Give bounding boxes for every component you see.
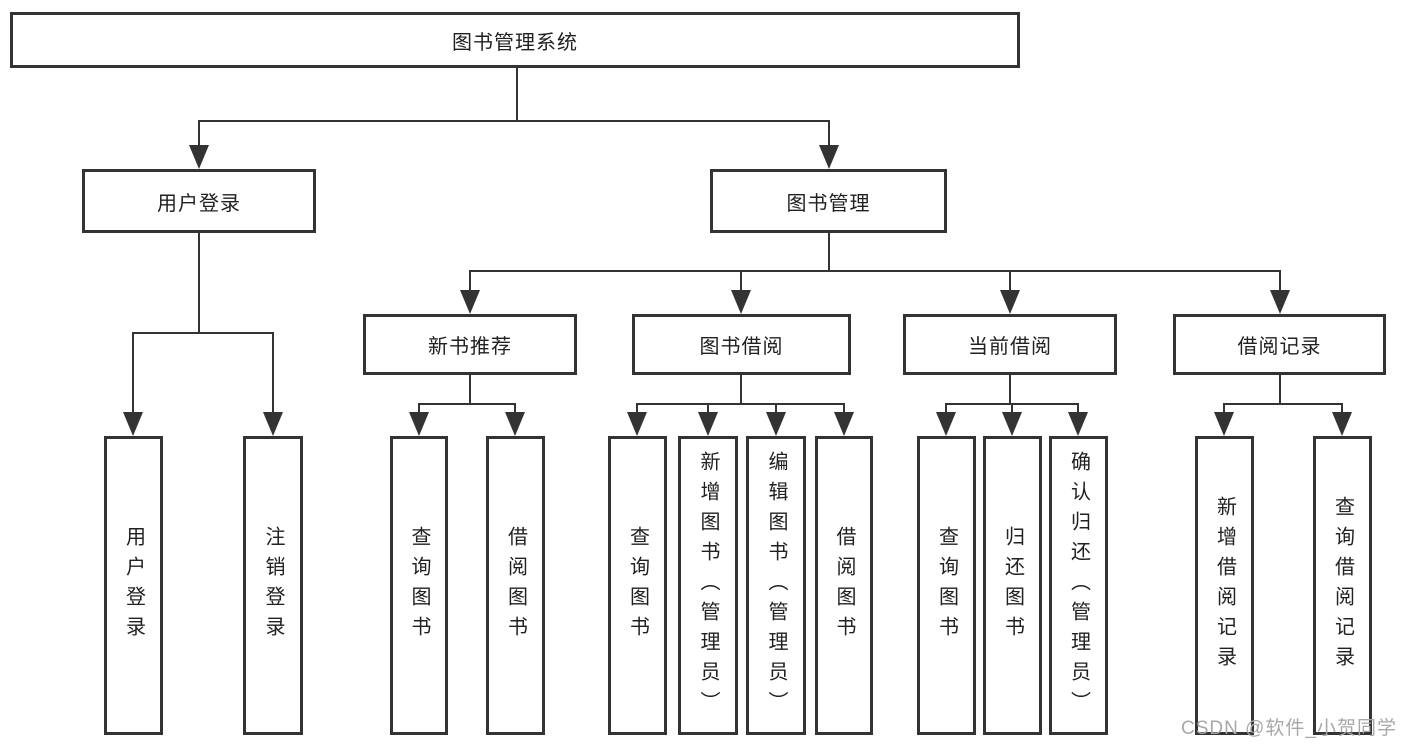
- connector-hline: [198, 120, 830, 122]
- arrowhead-down-icon: [1068, 412, 1088, 436]
- connector-vline: [516, 68, 518, 120]
- arrowhead-down-icon: [263, 412, 283, 436]
- connector-vline: [843, 403, 845, 412]
- node-book-management-label: 图书管理: [786, 192, 871, 215]
- connector-hline: [636, 403, 845, 405]
- arrowhead-down-icon: [698, 412, 718, 436]
- node-new-book-recommendation: 新书推荐: [363, 314, 577, 375]
- connector-hline: [1223, 403, 1343, 405]
- leaf-query-books-borrowing: 查询图书: [608, 436, 667, 735]
- leaf-query-books-borrowing-label: 查询图书: [626, 525, 649, 646]
- connector-vline: [740, 375, 742, 403]
- leaf-borrow-books-recommend-label: 借阅图书: [504, 525, 527, 646]
- connector-vline: [828, 233, 830, 270]
- node-book-borrowing-label: 图书借阅: [699, 336, 784, 358]
- connector-vline: [1009, 375, 1011, 403]
- arrowhead-down-icon: [505, 412, 525, 436]
- leaf-user-login-label: 用户登录: [122, 525, 145, 646]
- connector-vline: [469, 270, 471, 290]
- node-current-borrowing-label: 当前借阅: [968, 336, 1052, 358]
- connector-hline: [418, 403, 516, 405]
- connector-vline: [945, 403, 947, 412]
- connector-vline: [1223, 403, 1225, 412]
- connector-vline: [514, 403, 516, 412]
- node-borrowing-records: 借阅记录: [1173, 314, 1386, 375]
- leaf-add-book-admin: 新增图书（管理员）: [678, 436, 738, 735]
- leaf-add-borrow-record: 新增借阅记录: [1195, 436, 1254, 735]
- leaf-edit-book-admin: 编辑图书（管理员）: [746, 436, 806, 735]
- arrowhead-down-icon: [1000, 290, 1020, 314]
- arrowhead-down-icon: [1332, 412, 1352, 436]
- connector-vline: [198, 120, 200, 145]
- connector-vline: [775, 403, 777, 412]
- connector-vline: [740, 270, 742, 290]
- leaf-add-book-admin-label: 新增图书（管理员）: [697, 450, 719, 721]
- leaf-query-books-current-label: 查询图书: [935, 525, 958, 646]
- arrowhead-down-icon: [1002, 412, 1022, 436]
- node-user-login-label: 用户登录: [157, 192, 241, 215]
- arrowhead-down-icon: [1270, 290, 1290, 314]
- node-user-login: 用户登录: [82, 169, 316, 233]
- node-library-management-system-label: 图书管理系统: [452, 31, 578, 54]
- arrowhead-down-icon: [819, 145, 839, 169]
- leaf-query-borrow-record-label: 查询借阅记录: [1331, 495, 1354, 676]
- connector-vline: [1077, 403, 1079, 412]
- node-new-book-recommendation-label: 新书推荐: [428, 336, 512, 358]
- connector-vline: [707, 403, 709, 412]
- connector-vline: [828, 120, 830, 145]
- arrowhead-down-icon: [409, 412, 429, 436]
- node-book-borrowing: 图书借阅: [632, 314, 851, 375]
- leaf-borrow-books-recommend: 借阅图书: [486, 436, 545, 735]
- connector-vline: [1009, 270, 1011, 290]
- leaf-query-books-current: 查询图书: [917, 436, 976, 735]
- connector-vline: [198, 233, 200, 332]
- leaf-confirm-return-admin: 确认归还（管理员）: [1049, 436, 1108, 735]
- leaf-query-books-recommend: 查询图书: [390, 436, 448, 735]
- leaf-user-login: 用户登录: [104, 436, 163, 735]
- connector-vline: [418, 403, 420, 412]
- leaf-logout-label: 注销登录: [262, 525, 284, 646]
- connector-vline: [636, 403, 638, 412]
- node-library-management-system: 图书管理系统: [10, 12, 1020, 68]
- connector-vline: [1341, 403, 1343, 412]
- connector-hline: [132, 332, 274, 334]
- watermark-text: CSDN @软件_小贺同学: [1181, 718, 1397, 739]
- node-book-management: 图书管理: [710, 169, 947, 233]
- leaf-confirm-return-admin-label: 确认归还（管理员）: [1067, 450, 1090, 721]
- arrowhead-down-icon: [123, 412, 143, 436]
- leaf-edit-book-admin-label: 编辑图书（管理员）: [765, 450, 787, 721]
- arrowhead-down-icon: [460, 290, 480, 314]
- arrowhead-down-icon: [834, 412, 854, 436]
- leaf-query-books-recommend-label: 查询图书: [408, 525, 430, 646]
- node-current-borrowing: 当前借阅: [903, 314, 1117, 375]
- connector-vline: [1279, 270, 1281, 290]
- arrowhead-down-icon: [766, 412, 786, 436]
- leaf-return-books: 归还图书: [983, 436, 1042, 735]
- leaf-query-borrow-record: 查询借阅记录: [1313, 436, 1372, 735]
- leaf-borrow-books-borrowing: 借阅图书: [815, 436, 873, 735]
- connector-vline: [1279, 375, 1281, 403]
- arrowhead-down-icon: [1214, 412, 1234, 436]
- leaf-add-borrow-record-label: 新增借阅记录: [1213, 495, 1236, 676]
- arrowhead-down-icon: [189, 145, 209, 169]
- connector-vline: [469, 375, 471, 403]
- arrowhead-down-icon: [936, 412, 956, 436]
- node-borrowing-records-label: 借阅记录: [1237, 336, 1322, 358]
- connector-hline: [469, 270, 1281, 272]
- arrowhead-down-icon: [627, 412, 647, 436]
- connector-vline: [272, 332, 274, 412]
- leaf-logout: 注销登录: [243, 436, 303, 735]
- arrowhead-down-icon: [731, 290, 751, 314]
- connector-vline: [132, 332, 134, 412]
- connector-vline: [1011, 403, 1013, 412]
- leaf-return-books-label: 归还图书: [1001, 525, 1024, 646]
- leaf-borrow-books-borrowing-label: 借阅图书: [833, 525, 855, 646]
